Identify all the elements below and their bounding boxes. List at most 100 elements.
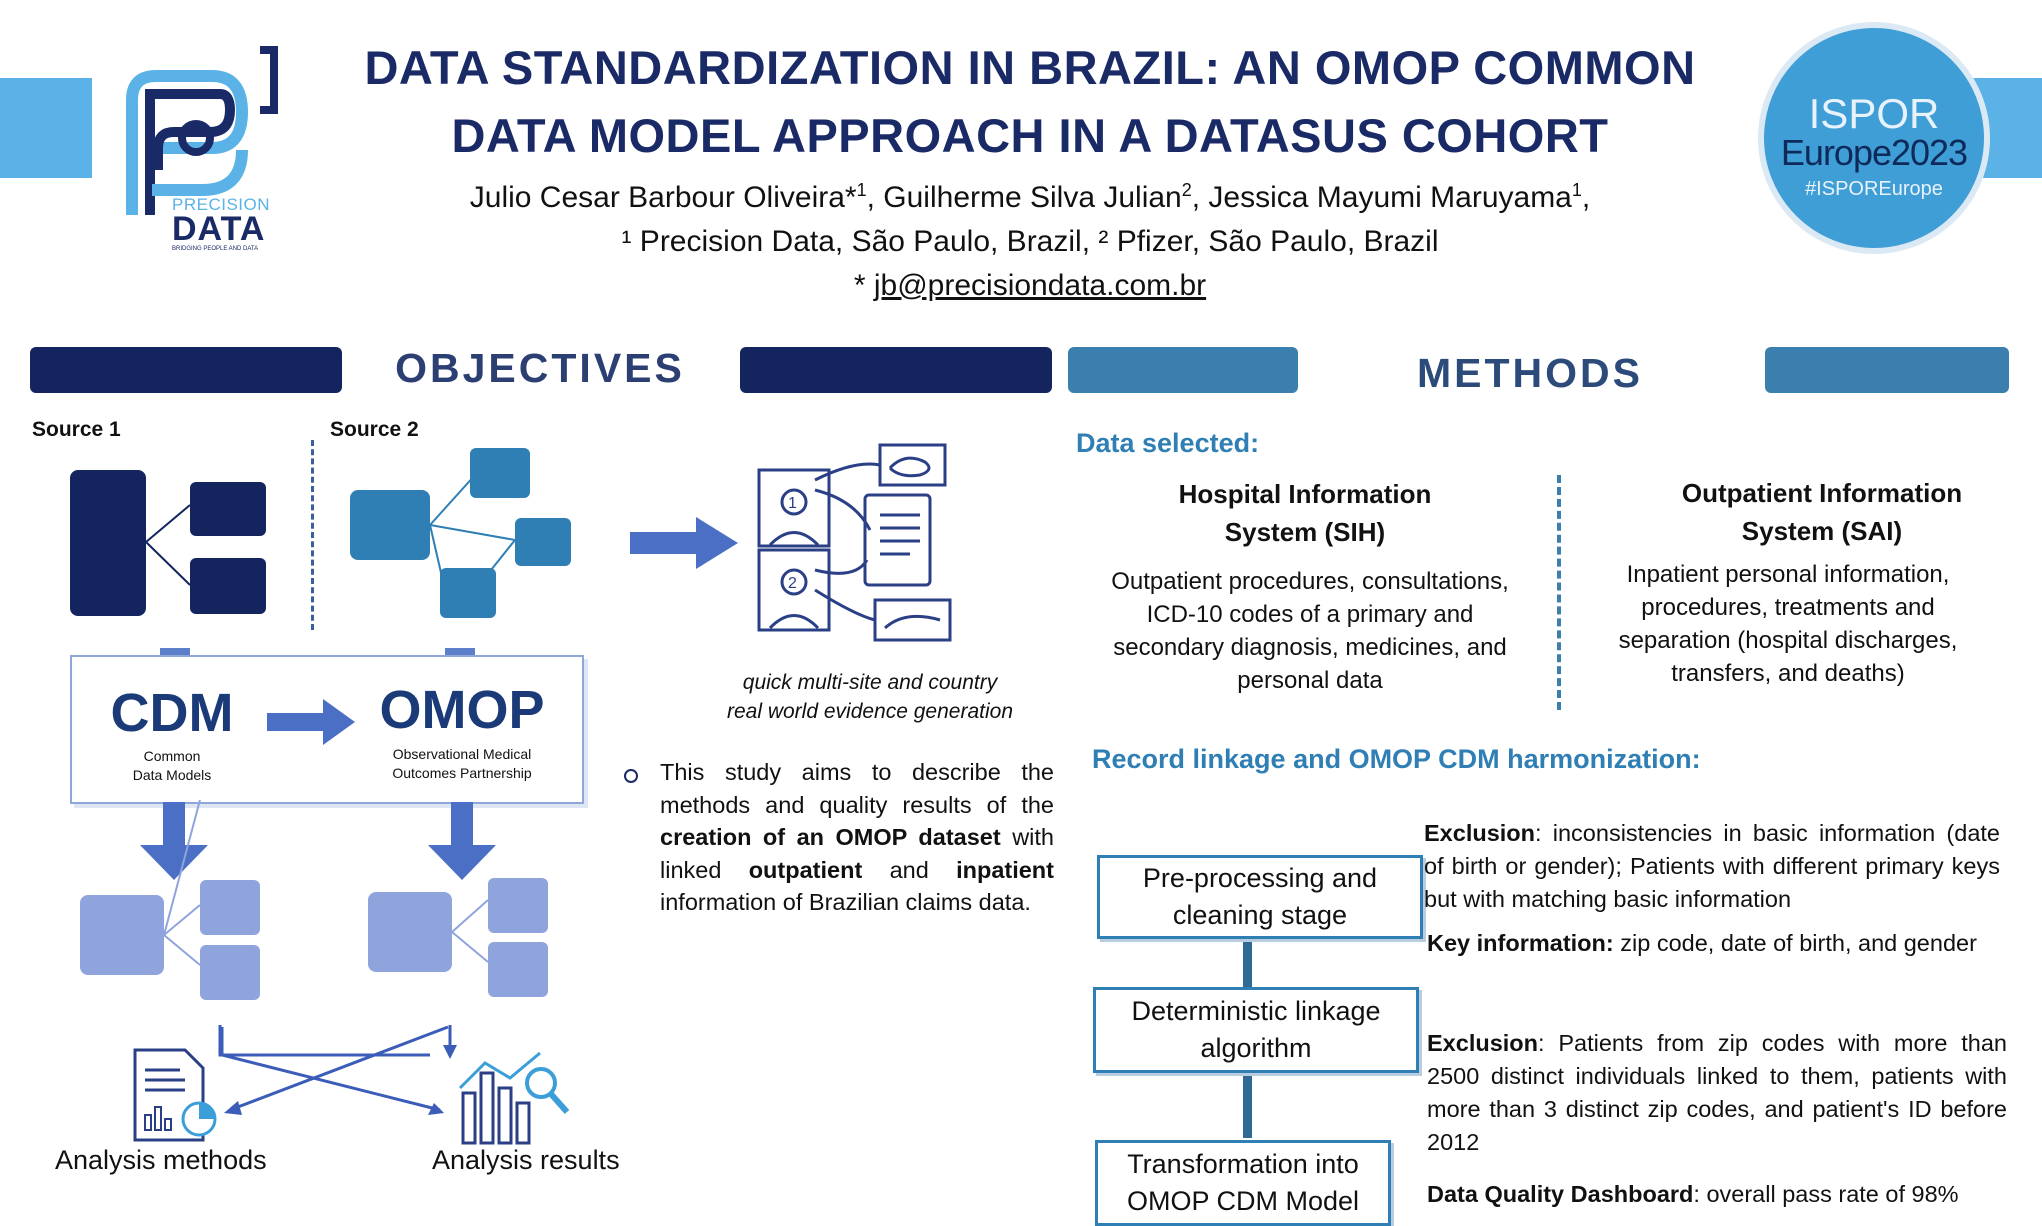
key-information-label: Key information: <box>1427 930 1614 956</box>
harm-right-bottom <box>488 942 548 997</box>
src2-main-block <box>350 490 430 560</box>
stage-preprocessing: Pre-processing and cleaning stage <box>1097 855 1423 939</box>
obj-text-bold-3: inpatient <box>956 856 1054 883</box>
precision-data-logo: PRECISION DATA BRIDGING PEOPLE AND DATA <box>92 40 292 260</box>
exclusion-1: Exclusion: inconsistencies in basic info… <box>1424 817 2000 916</box>
ispor-badge: ISPOR Europe2023 #ISPOREurope <box>1758 22 1990 254</box>
src1-block-top <box>190 482 266 536</box>
src2-block-c <box>440 568 496 618</box>
author-2: , Guilherme Silva Julian <box>866 181 1182 214</box>
objectives-text: This study aims to describe the methods … <box>660 756 1054 919</box>
svg-text:2: 2 <box>788 575 797 592</box>
sai-heading-line2: System (SAI) <box>1741 516 1903 546</box>
obj-text-bold-1: creation of an OMOP dataset <box>660 824 1001 850</box>
cdm-sub-line2: Data Models <box>132 767 212 783</box>
stage-1-label: Pre-processing and cleaning stage <box>1142 863 1378 930</box>
logo-line1: PRECISION <box>172 195 271 214</box>
bar-chart-magnifier-icon <box>458 1051 570 1145</box>
exclusion-2-text: : Patients from zip codes with more than… <box>1427 1030 2007 1155</box>
source-divider <box>311 440 314 630</box>
document-chart-icon <box>133 1048 217 1142</box>
stage-linkage: Deterministic linkage algorithm <box>1093 987 1419 1073</box>
objectives-bar-right <box>740 347 1052 393</box>
sih-heading: Hospital Information System (SIH) <box>1100 475 1510 551</box>
omop-sub-line1: Observational Medical <box>392 746 532 762</box>
svg-text:1: 1 <box>788 495 797 512</box>
arrow-right-icon-2 <box>630 517 738 569</box>
sih-heading-line2: System (SIH) <box>1224 517 1386 547</box>
harm-left-main <box>80 895 164 975</box>
email-line: * jb@precisiondata.com.br <box>300 264 1760 308</box>
src1-block-bottom <box>190 558 266 614</box>
harmonized-diagrams <box>80 800 548 1000</box>
email-link[interactable]: jb@precisiondata.com.br <box>873 269 1207 302</box>
data-quality-label: Data Quality Dashboard <box>1427 1181 1694 1207</box>
cdm-sub: Common Data Models <box>92 747 252 785</box>
analysis-results-label: Analysis results <box>432 1145 620 1175</box>
author-2-affil: 2 <box>1181 180 1192 200</box>
exclusion-1-text: : inconsistencies in basic information (… <box>1424 820 2000 912</box>
source-1-label: Source 1 <box>32 418 121 441</box>
obj-text-3: and <box>862 856 957 883</box>
obj-text-1: This study aims to describe the methods … <box>660 759 1054 818</box>
author-1: Julio Cesar Barbour Oliveira* <box>469 181 857 214</box>
rwe-caption-line1: quick multi-site and country <box>742 671 998 694</box>
harm-left-bottom <box>200 945 260 1000</box>
cdm-omop-box: CDM Common Data Models OMOP Observationa… <box>70 655 584 804</box>
rwe-caption: quick multi-site and country real world … <box>690 668 1050 726</box>
poster-title: DATA STANDARDIZATION IN BRAZIL: AN OMOP … <box>320 34 1740 170</box>
methods-title: METHODS <box>1417 350 1643 396</box>
stage-2-label: Deterministic linkage algorithm <box>1131 996 1381 1063</box>
omop-label: OMOP <box>379 680 545 740</box>
omop-sub: Observational Medical Outcomes Partnersh… <box>362 745 562 783</box>
stage-connector-1 <box>1243 935 1252 990</box>
rwe-caption-line2: real world evidence generation <box>726 700 1013 723</box>
ispor-line1: ISPOR <box>1808 90 1940 137</box>
analysis-methods-label: Analysis methods <box>55 1145 267 1175</box>
author-tail: , <box>1581 181 1591 214</box>
objectives-title: OBJECTIVES <box>395 345 685 391</box>
obj-text-bold-2: outpatient <box>748 856 863 883</box>
exclusion-1-label: Exclusion <box>1424 820 1536 846</box>
author-3: , Jessica Mayumi Maruyama <box>1191 181 1572 214</box>
title-line-2: DATA MODEL APPROACH IN A DATASUS COHORT <box>451 109 1609 162</box>
bullet-circle-icon <box>624 769 638 783</box>
data-quality-text: : overall pass rate of 98% <box>1693 1181 1959 1207</box>
stage-transformation: Transformation into OMOP CDM Model <box>1095 1140 1391 1226</box>
ispor-line2: Europe2023 <box>1780 132 1968 173</box>
affiliations: ¹ Precision Data, São Paulo, Brazil, ² P… <box>621 225 1439 258</box>
arrow-right-icon <box>267 699 355 745</box>
harm-left-top <box>200 880 260 935</box>
cdm-label: CDM <box>110 683 234 743</box>
obj-text-4: information of Brazilian claims data. <box>660 889 1031 915</box>
exclusion-2-label: Exclusion <box>1427 1030 1539 1056</box>
author-3-affil: 1 <box>1571 180 1582 200</box>
data-quality: Data Quality Dashboard: overall pass rat… <box>1427 1178 2007 1211</box>
methods-bar-right <box>1765 347 2009 393</box>
sih-heading-line1: Hospital Information <box>1178 479 1432 509</box>
methods-divider <box>1557 475 1561 710</box>
stage-connector-2 <box>1243 1068 1252 1138</box>
sai-body: Inpatient personal information, procedur… <box>1618 561 1958 687</box>
title-line-1: DATA STANDARDIZATION IN BRAZIL: AN OMOP … <box>364 41 1696 94</box>
data-selected-heading: Data selected: <box>1076 428 1260 458</box>
author-block: Julio Cesar Barbour Oliveira* 1 , Guilherm… <box>300 168 1760 308</box>
sih-body: Outpatient procedures, consultations, IC… <box>1111 568 1509 694</box>
source-2-label: Source 2 <box>330 418 419 441</box>
author-line: Julio Cesar Barbour Oliveira* 1 , Guilherm… <box>300 168 1760 220</box>
email-prefix: * <box>853 269 874 302</box>
src2-block-a <box>470 448 530 498</box>
record-linkage-heading: Record linkage and OMOP CDM harmonizatio… <box>1092 744 1701 774</box>
methods-bar-left <box>1068 347 1298 393</box>
analysis-diagram <box>218 1025 457 1115</box>
key-information-text: zip code, date of birth, and gender <box>1613 930 1977 956</box>
src2-block-b <box>515 518 571 566</box>
harm-right-main <box>368 892 452 972</box>
stage-3-label: Transformation into OMOP CDM Model <box>1126 1149 1360 1216</box>
logo-tagline: BRIDGING PEOPLE AND DATA <box>172 246 259 252</box>
ispor-hashtag: #ISPOREurope <box>1805 178 1943 200</box>
harm-right-top <box>488 878 548 933</box>
sai-heading-line1: Outpatient Information <box>1681 478 1963 508</box>
multi-site-illustration: 1 2 <box>757 443 952 642</box>
key-information: Key information: zip code, date of birth… <box>1427 927 2007 960</box>
